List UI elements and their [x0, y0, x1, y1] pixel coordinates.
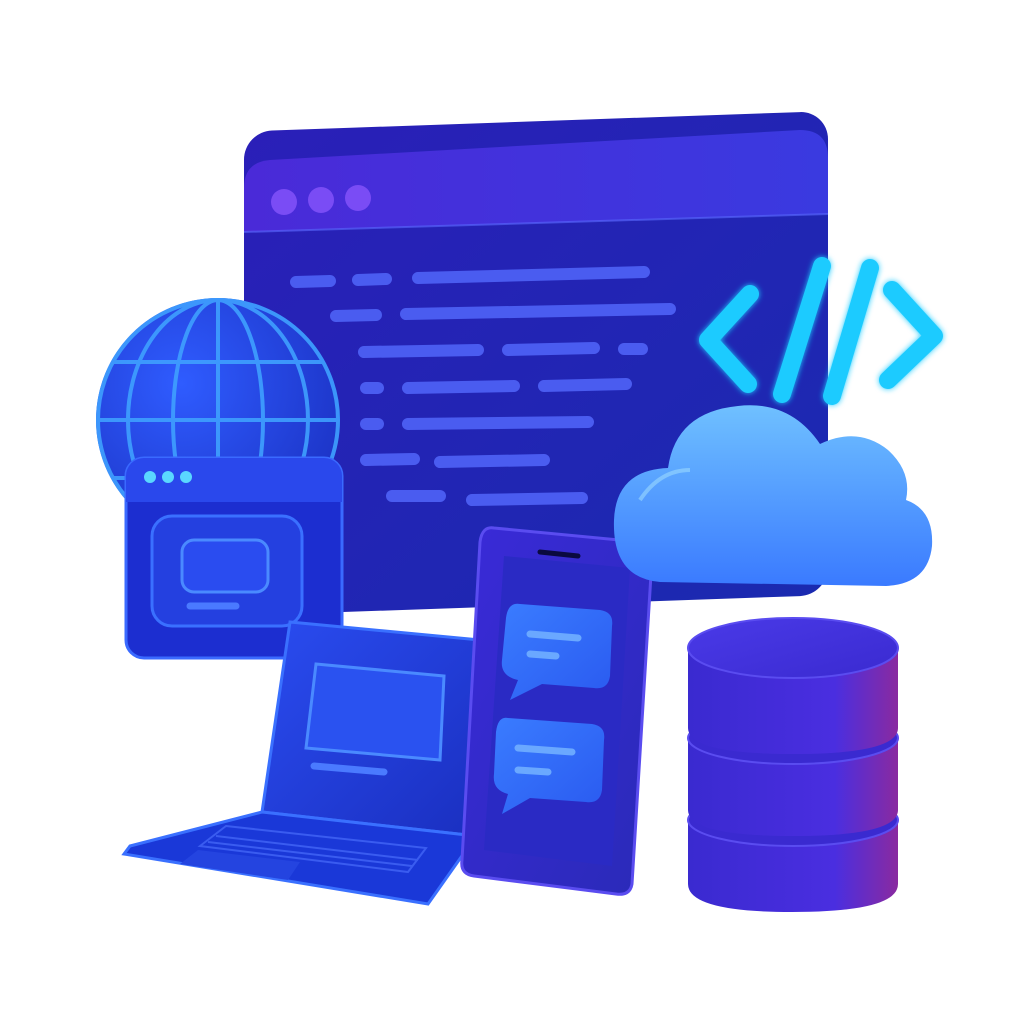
- cloud-icon: [613, 405, 933, 586]
- window-dot-icon: [308, 187, 334, 213]
- window-dot-icon: [144, 471, 156, 483]
- smartphone: [460, 526, 654, 896]
- window-dot-icon: [345, 185, 371, 211]
- window-dot-icon: [180, 471, 192, 483]
- code-brackets-icon: [699, 257, 943, 405]
- database-icon: [687, 617, 899, 912]
- chat-bubble-icon: [493, 717, 605, 814]
- small-browser-window: [124, 456, 344, 660]
- code-editor-window: [243, 112, 829, 615]
- window-dot-icon: [162, 471, 174, 483]
- window-dot-icon: [271, 189, 297, 215]
- chat-bubble-icon: [501, 603, 613, 700]
- code-lines: [290, 266, 676, 506]
- laptop: [121, 620, 482, 906]
